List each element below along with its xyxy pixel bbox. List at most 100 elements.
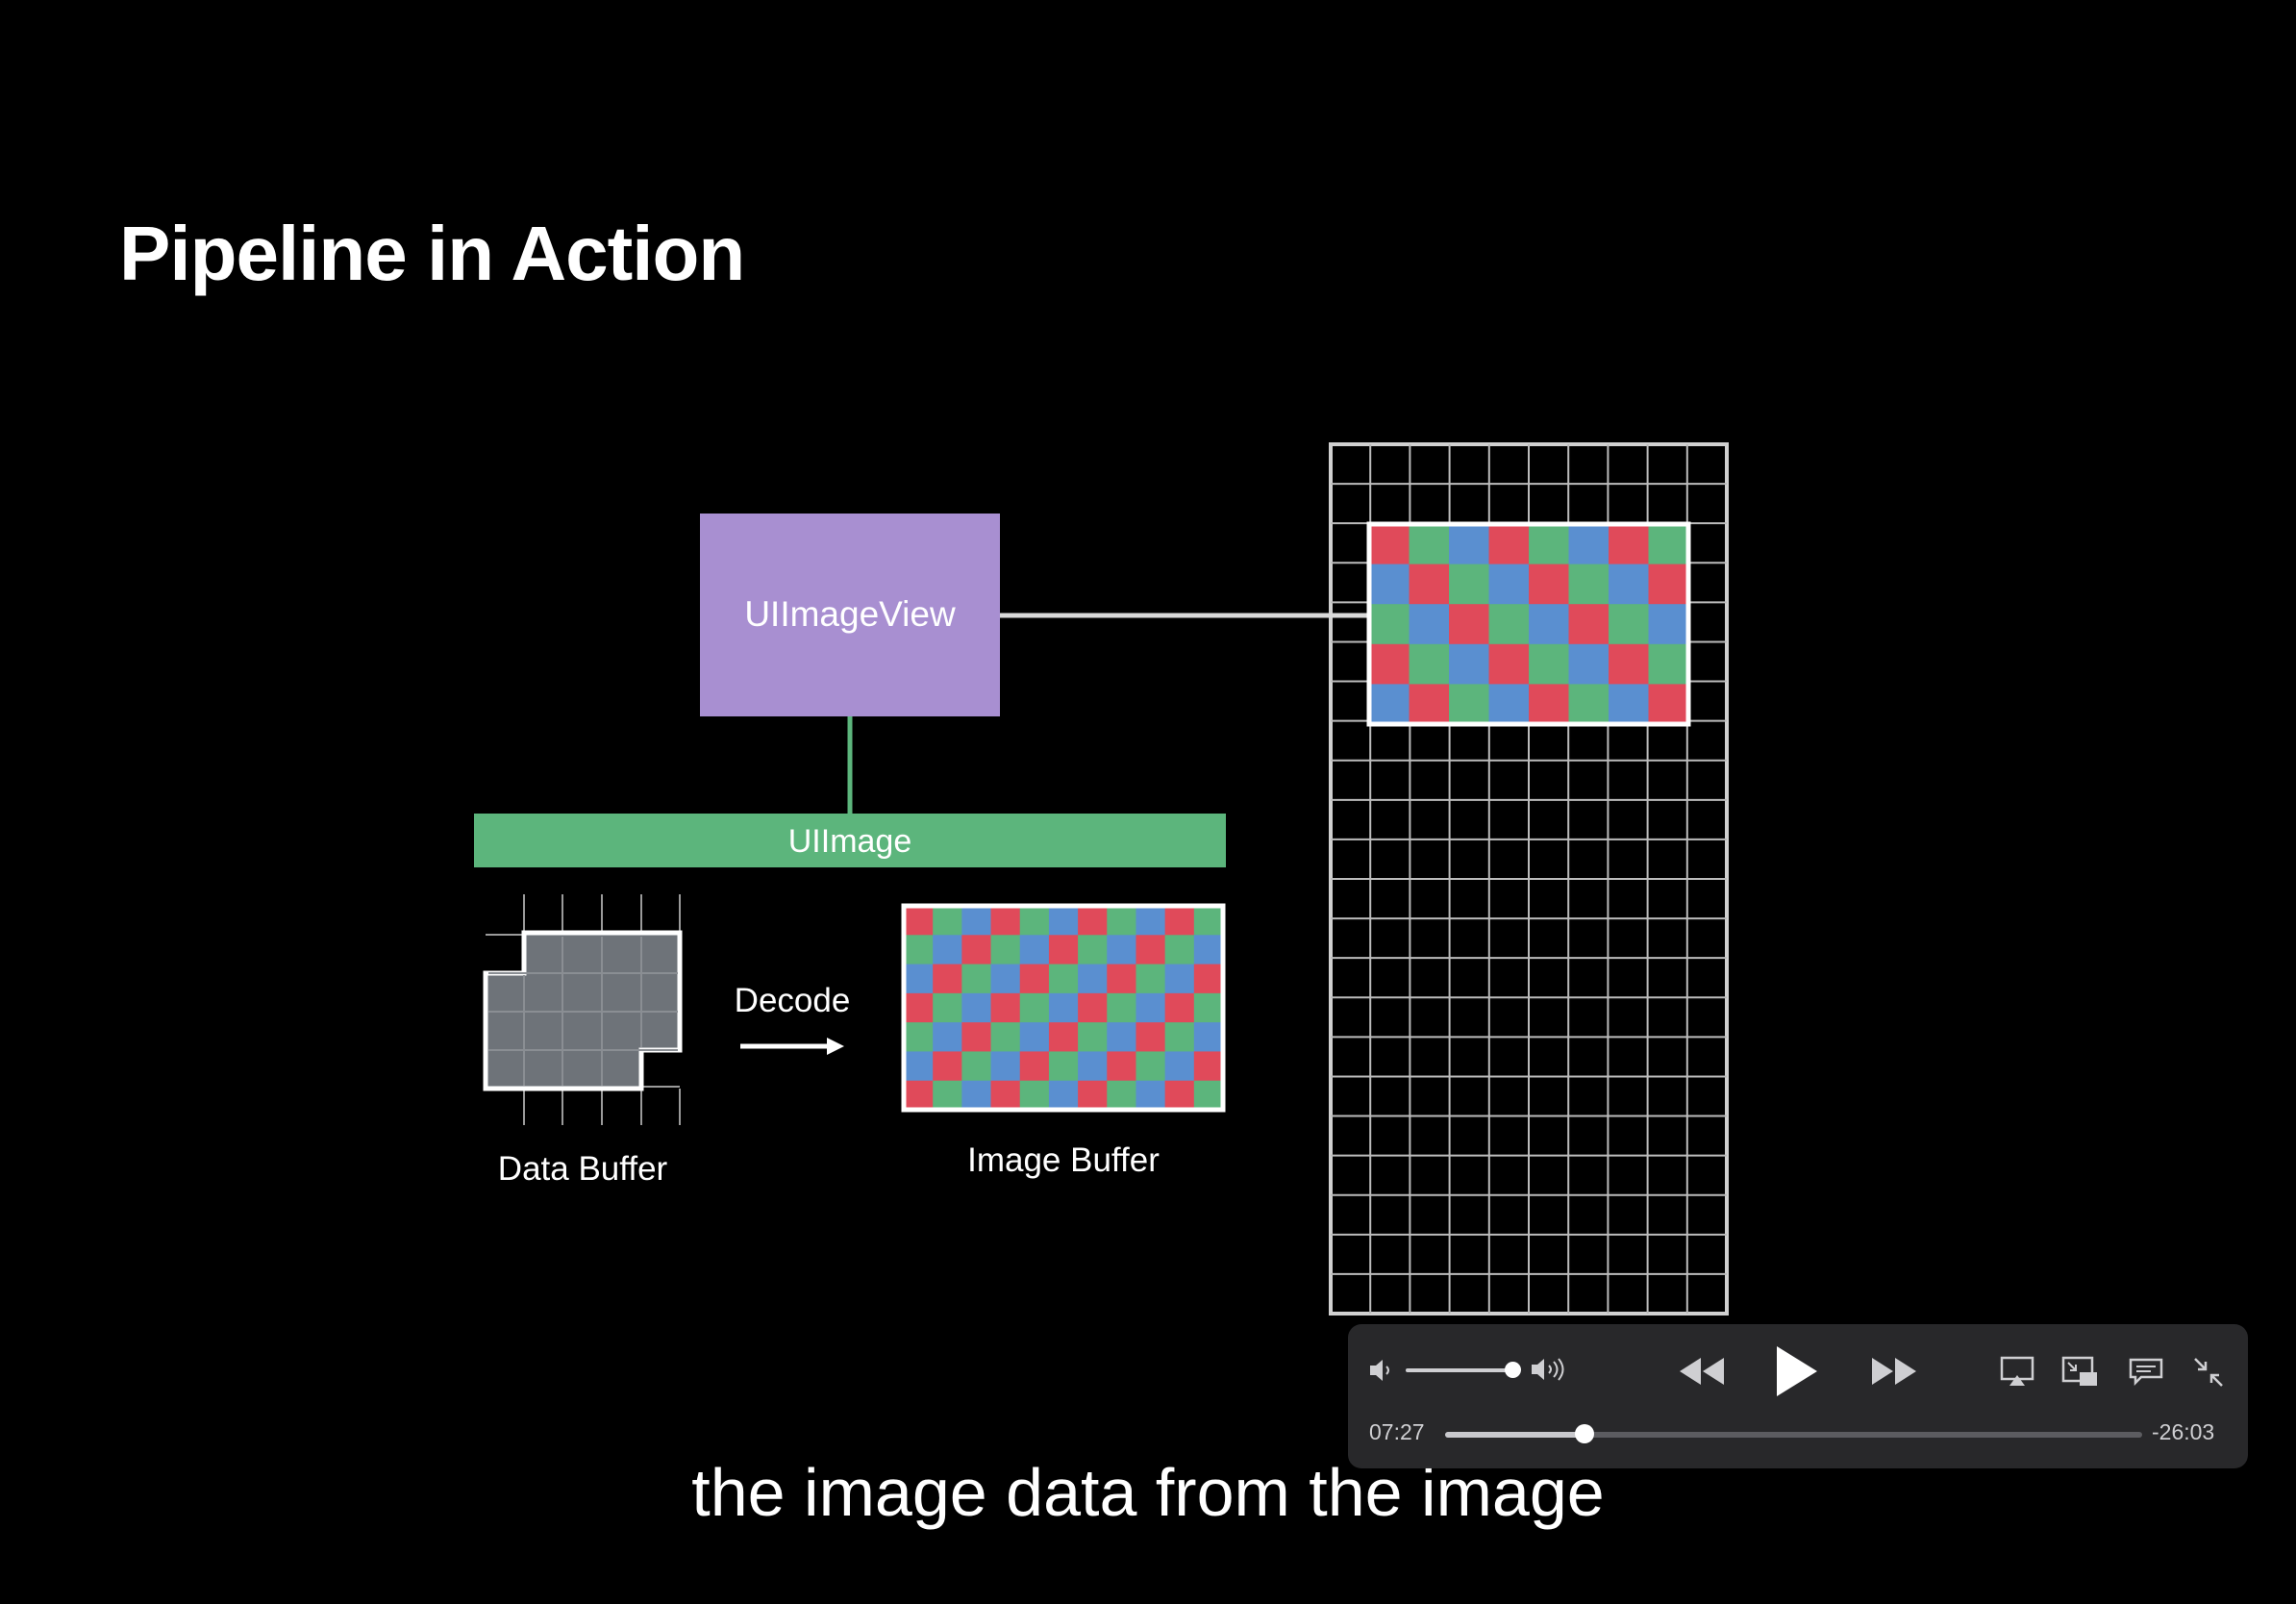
pixel — [904, 935, 934, 965]
pixel — [1609, 564, 1649, 605]
pixel — [1107, 1080, 1136, 1111]
pixel — [1609, 684, 1649, 725]
pixel — [1529, 604, 1569, 645]
rewind-icon[interactable] — [1675, 1350, 1729, 1392]
pixel — [1019, 1022, 1050, 1052]
decode-label: Decode — [735, 982, 851, 1019]
pixel — [933, 1022, 962, 1052]
pixel — [1136, 964, 1166, 994]
pixel — [1019, 1051, 1050, 1082]
progress-knob[interactable] — [1575, 1424, 1594, 1443]
exit-fullscreen-icon[interactable] — [2190, 1354, 2227, 1391]
pixel — [1648, 604, 1689, 645]
pixel — [1488, 684, 1530, 725]
pixel — [1136, 992, 1166, 1023]
pixel — [1078, 1051, 1108, 1082]
pixel — [1048, 964, 1079, 994]
decode-arrow-head — [827, 1038, 844, 1055]
pixel — [1449, 604, 1489, 645]
pixel — [1529, 643, 1569, 685]
pixel — [1019, 1080, 1050, 1111]
pixel — [990, 906, 1021, 936]
pixel — [1369, 684, 1410, 725]
pixel — [1164, 906, 1195, 936]
pixel — [904, 906, 934, 936]
pixel — [1136, 1051, 1166, 1082]
pixel — [1193, 1051, 1224, 1082]
pixel — [961, 1080, 992, 1111]
image-buffer-border — [901, 903, 1226, 1113]
image-buffer-pixels — [904, 906, 1224, 1111]
image-buffer-label: Image Buffer — [967, 1141, 1160, 1179]
fast-forward-icon[interactable] — [1867, 1350, 1921, 1392]
pixel — [1019, 906, 1050, 936]
slide-title: Pipeline in Action — [119, 211, 745, 296]
pixel — [1488, 524, 1530, 565]
pixel — [1193, 935, 1224, 965]
pixel — [1488, 564, 1530, 605]
screen-image-pixels — [1369, 524, 1689, 725]
pixel — [1019, 964, 1050, 994]
uiimage-label: UIImage — [788, 823, 912, 860]
pixel — [961, 964, 992, 994]
pixel — [1409, 524, 1450, 565]
pixel — [1048, 1080, 1079, 1111]
airplay-icon[interactable] — [1998, 1354, 2036, 1389]
pixel — [1164, 1080, 1195, 1111]
pixel — [1648, 643, 1689, 685]
pixel — [1164, 1022, 1195, 1052]
pixel — [990, 1051, 1021, 1082]
pixel — [1568, 643, 1610, 685]
pixel — [1136, 1022, 1166, 1052]
data-buffer-graphic — [483, 894, 683, 1125]
pixel — [1048, 992, 1079, 1023]
pixel — [1449, 643, 1489, 685]
subtitles-icon[interactable] — [2127, 1356, 2165, 1387]
pixel — [1107, 992, 1136, 1023]
pixel — [1648, 564, 1689, 605]
uiimageview-label: UIImageView — [744, 594, 956, 634]
uiimageview-box — [700, 514, 1000, 716]
pixel — [1048, 1022, 1079, 1052]
pixel — [1078, 1022, 1108, 1052]
volume-slider-track[interactable] — [1406, 1368, 1511, 1372]
pixel — [1609, 643, 1649, 685]
pixel — [990, 935, 1021, 965]
pixel — [1164, 1051, 1195, 1082]
pixel — [961, 935, 992, 965]
player-controls — [1348, 1324, 2248, 1468]
speaker-low-icon[interactable] — [1365, 1356, 1398, 1385]
pixel — [1568, 604, 1610, 645]
pixel — [1048, 1051, 1079, 1082]
pixel — [1369, 643, 1410, 685]
play-icon[interactable] — [1769, 1341, 1821, 1402]
pixel — [1488, 604, 1530, 645]
pixel — [990, 1022, 1021, 1052]
picture-in-picture-icon[interactable] — [2059, 1354, 2100, 1391]
pixel — [1568, 564, 1610, 605]
pixel — [990, 1080, 1021, 1111]
pixel — [1648, 684, 1689, 725]
pixel — [1107, 964, 1136, 994]
pixel — [1107, 1022, 1136, 1052]
pixel — [1609, 524, 1649, 565]
pixel — [1078, 1080, 1108, 1111]
pixel — [1449, 564, 1489, 605]
progress-track[interactable] — [1445, 1432, 2142, 1438]
pixel — [933, 935, 962, 965]
pixel — [1648, 524, 1689, 565]
volume-slider-knob[interactable] — [1505, 1362, 1521, 1378]
progress-fill — [1445, 1432, 1585, 1438]
speaker-high-icon[interactable] — [1529, 1354, 1575, 1385]
pixel — [1136, 906, 1166, 936]
pixel — [1136, 935, 1166, 965]
pixel — [1164, 964, 1195, 994]
pixel — [990, 964, 1021, 994]
pixel — [933, 1080, 962, 1111]
pixel — [933, 1051, 962, 1082]
pixel — [933, 906, 962, 936]
pixel — [1488, 643, 1530, 685]
pixel — [1078, 906, 1108, 936]
pixel — [1048, 906, 1079, 936]
